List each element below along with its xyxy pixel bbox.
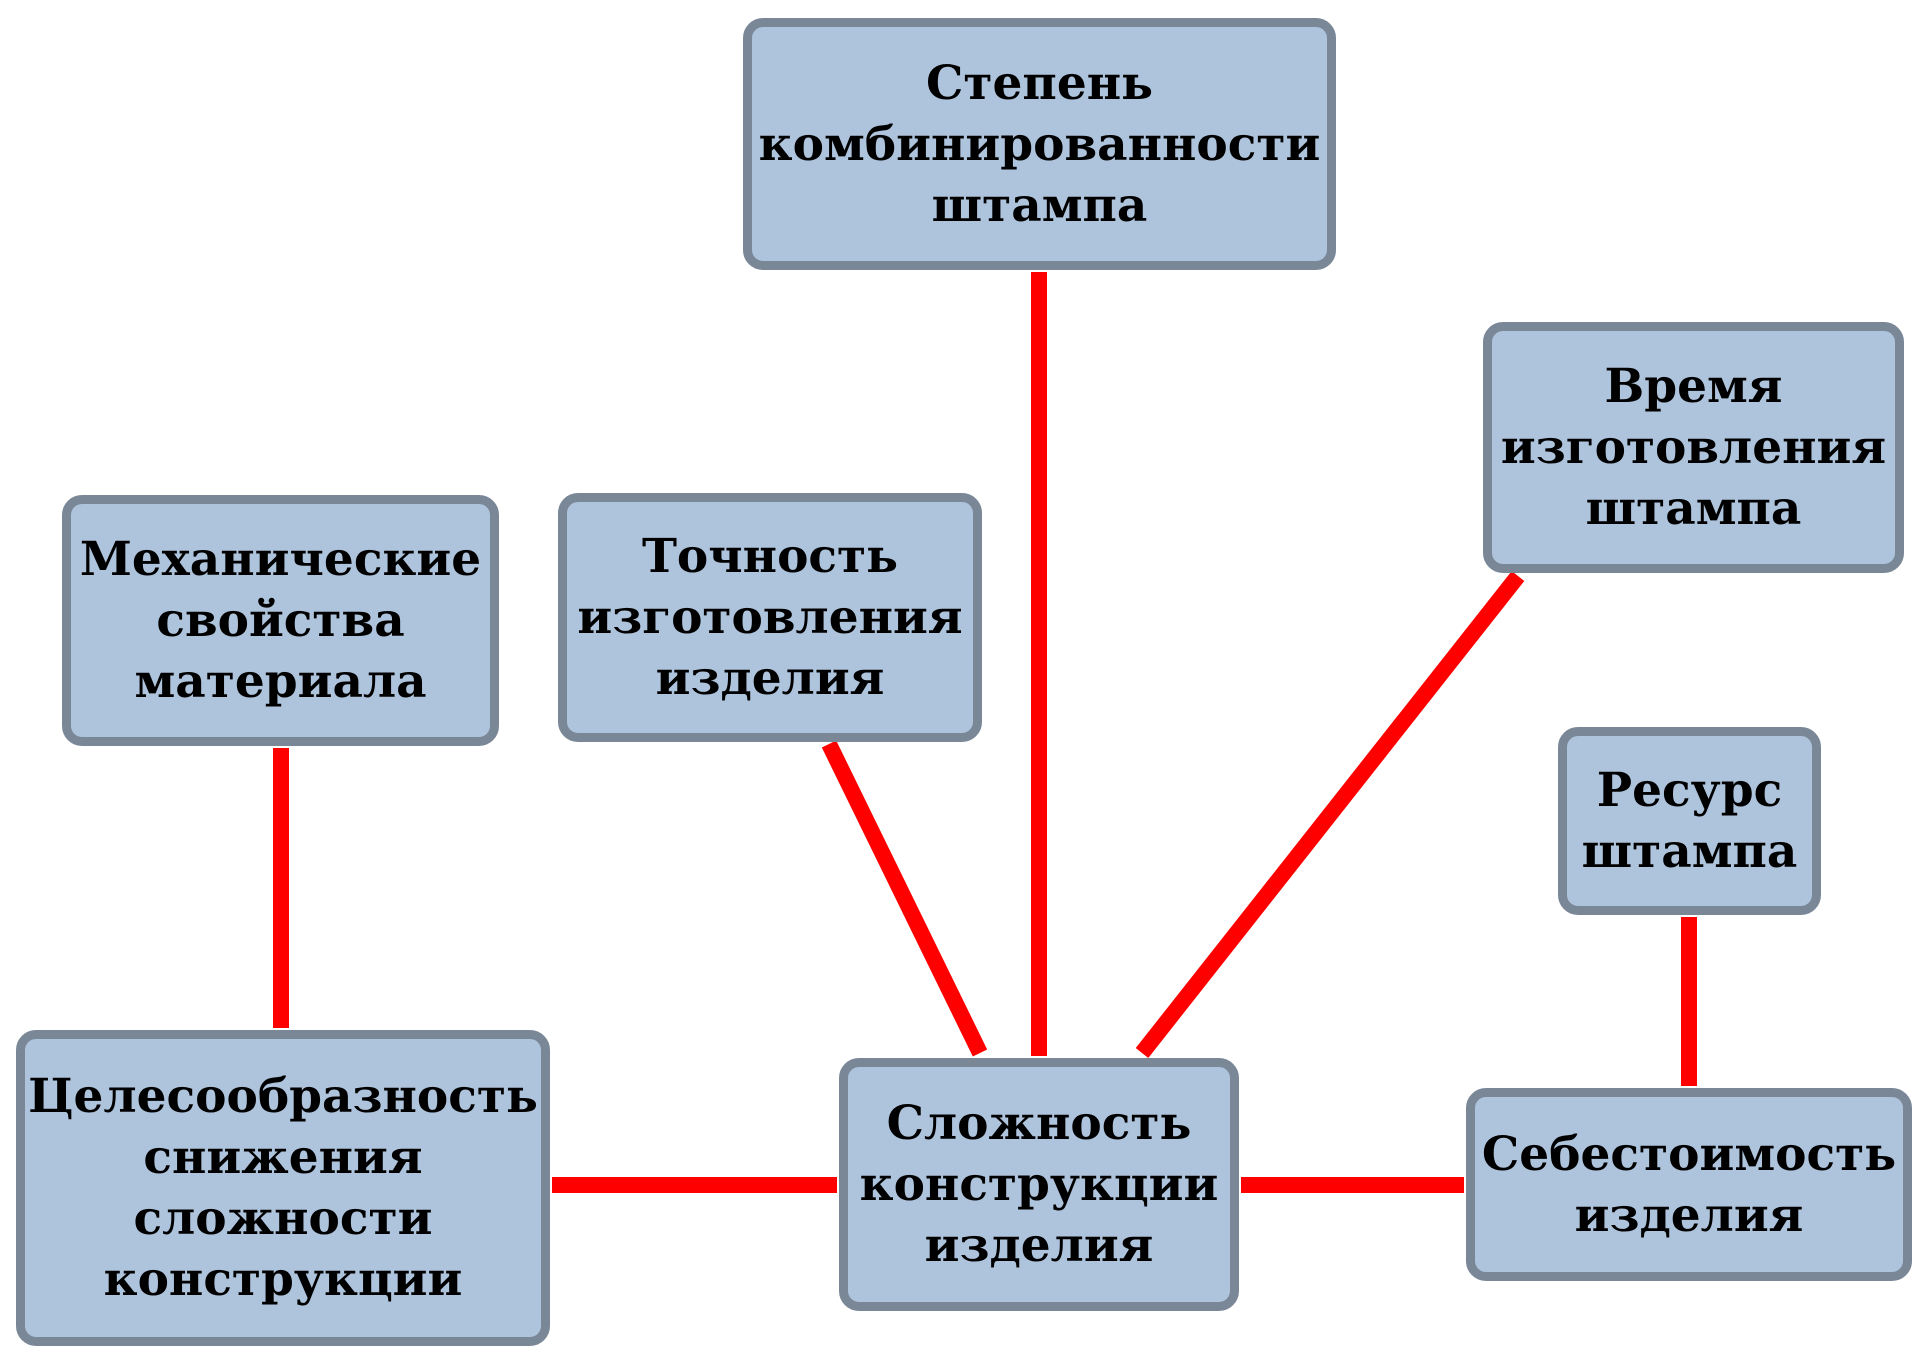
node-label: Степень комбинированности штампа <box>758 55 1321 233</box>
node-label: Целесообразность снижения сложности конс… <box>28 1069 538 1307</box>
edge-tochnost-slozh <box>821 740 988 1057</box>
node-stamp-resource: Ресурс штампа <box>1558 727 1821 915</box>
node-product-cost: Себестоимость изделия <box>1466 1088 1912 1281</box>
node-complexity-reduction-feasibility: Целесообразность снижения сложности конс… <box>16 1030 550 1346</box>
node-material-mechanical-properties: Механические свойства материала <box>62 495 499 746</box>
node-label: Ресурс штампа <box>1581 763 1798 879</box>
node-label: Механические свойства материала <box>79 532 482 709</box>
node-stamp-manufacturing-time: Время изготовления штампа <box>1483 322 1904 573</box>
node-product-design-complexity: Сложность конструкции изделия <box>839 1058 1239 1311</box>
edge-vremya-slozh <box>1135 571 1525 1058</box>
node-label: Себестоимость изделия <box>1481 1126 1897 1243</box>
node-label: Сложность конструкции изделия <box>859 1096 1219 1273</box>
node-stamp-combination-degree: Степень комбинированности штампа <box>743 18 1336 270</box>
node-label: Время изготовления штампа <box>1500 359 1887 536</box>
node-label: Точность изготовления изделия <box>577 529 963 706</box>
node-product-manufacturing-accuracy: Точность изготовления изделия <box>558 493 982 742</box>
